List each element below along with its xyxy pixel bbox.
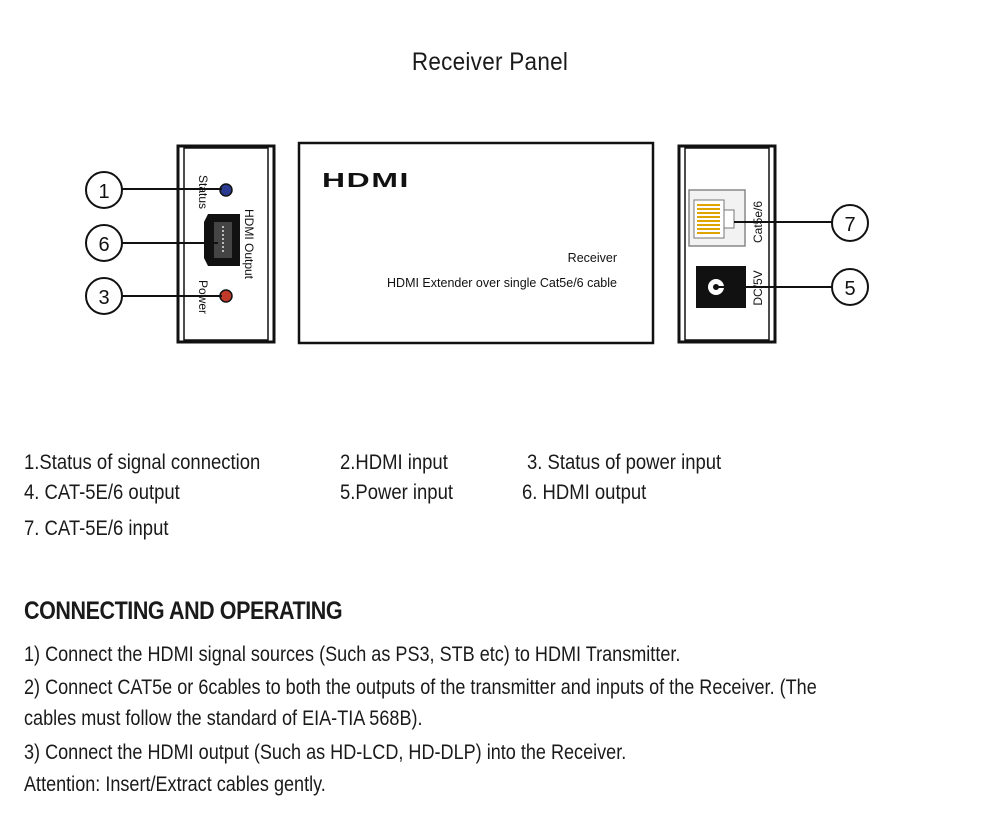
legend-item-2: 2.HDMI input [340, 451, 448, 474]
callout-5: 5 [831, 268, 869, 306]
section-heading: CONNECTING AND OPERATING [24, 597, 343, 625]
page-title: Receiver Panel [411, 48, 569, 76]
callout-6-number: 6 [98, 234, 109, 256]
callout-3-number: 3 [98, 287, 109, 309]
legend-item-6: 6. HDMI output [522, 481, 647, 504]
legend-item-7: 7. CAT-5E/6 input [24, 517, 169, 540]
extender-description: HDMI Extender over single Cat5e/6 cable [387, 276, 617, 290]
callout-7-number: 7 [844, 214, 855, 236]
callout-7: 7 [831, 204, 869, 242]
power-label: Power [196, 280, 210, 314]
right-end-panel: Cat5e/6 DC/5V [677, 144, 777, 344]
hdmi-output-label: HDMI Output [242, 209, 256, 280]
left-end-panel: Status HDMI Output Power [176, 144, 276, 344]
step-2: 2) Connect CAT5e or 6cables to both the … [24, 676, 817, 699]
hdmi-logo: HDMI [322, 170, 410, 192]
callout-1: 1 [85, 171, 123, 209]
step-1: 1) Connect the HDMI signal sources (Such… [24, 643, 681, 666]
hdmi-port-icon [204, 214, 240, 266]
legend-item-3: 3. Status of power input [527, 451, 722, 474]
callout-5-number: 5 [844, 278, 855, 300]
legend-item-1: 1.Status of signal connection [24, 451, 261, 474]
legend-item-5: 5.Power input [340, 481, 454, 504]
callout-lines [122, 188, 832, 297]
step-3: 3) Connect the HDMI output (Such as HD-L… [24, 741, 627, 764]
status-label: Status [196, 175, 210, 209]
front-panel: HDMI Receiver HDMI Extender over single … [297, 141, 655, 345]
callout-6: 6 [85, 224, 123, 262]
attention-note: Attention: Insert/Extract cables gently. [24, 773, 326, 796]
receiver-panel-diagram: Status HDMI Output Power HDMI Receiver H… [85, 141, 869, 345]
step-2-continued: cables must follow the standard of EIA-T… [24, 707, 423, 730]
legend-item-4: 4. CAT-5E/6 output [24, 481, 180, 504]
receiver-label: Receiver [568, 251, 617, 265]
rj45-port-icon [688, 189, 746, 247]
callout-3: 3 [85, 277, 123, 315]
callout-1-number: 1 [98, 181, 109, 203]
